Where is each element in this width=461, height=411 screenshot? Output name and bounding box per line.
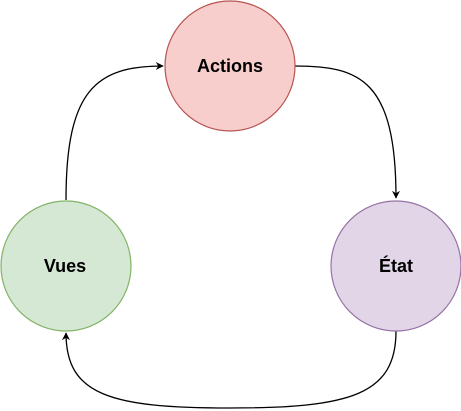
node-etat-label: État (379, 255, 413, 276)
edge-actions-to-etat (294, 65, 400, 199)
edge-vues-to-actions (65, 62, 164, 201)
node-etat-shape (330, 200, 461, 332)
node-vues-shape (0, 200, 132, 332)
node-actions[interactable]: Actions (164, 0, 296, 132)
node-etat[interactable]: État (330, 200, 461, 332)
node-vues[interactable]: Vues (0, 200, 132, 332)
edge-etat-to-vues (62, 330, 397, 409)
node-vues-label: Vues (44, 256, 86, 276)
node-actions-shape (164, 0, 296, 132)
node-actions-label: Actions (197, 56, 263, 76)
